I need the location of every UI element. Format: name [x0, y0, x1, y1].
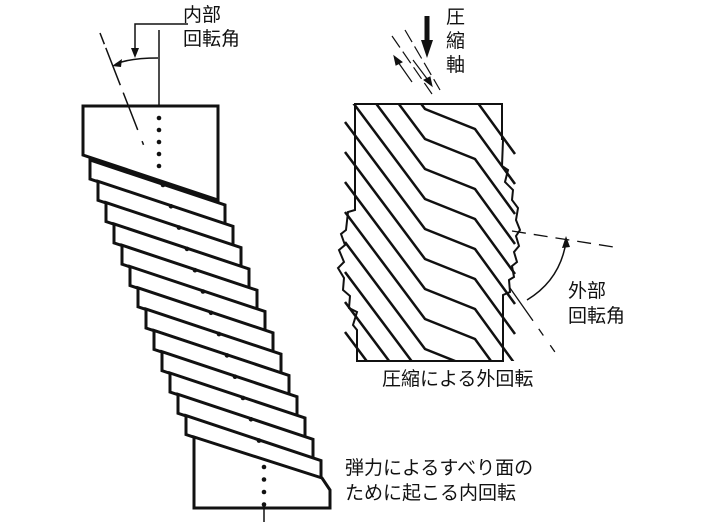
marker-dot: [232, 374, 238, 380]
outer-angle-arc: [526, 241, 567, 301]
foliation-line: [343, 241, 459, 361]
marker-dot: [192, 267, 198, 273]
marker-dot: [156, 139, 162, 145]
foliation-lines: [343, 104, 517, 361]
foliation-line: [352, 104, 517, 275]
bottom-block: [192, 434, 332, 510]
compression-axis-char-3: 軸: [446, 54, 466, 76]
arc-arrowhead: [112, 59, 122, 67]
marker-dot: [261, 489, 267, 495]
shear-arrowhead-down: [423, 76, 433, 88]
marker-dot: [168, 204, 174, 209]
shear-arrow-up: [397, 61, 413, 83]
marker-dot: [208, 310, 214, 316]
marker-dot: [261, 502, 267, 507]
marker-dot: [160, 182, 166, 188]
foliation-line: [343, 211, 493, 361]
foliation-line: [343, 151, 517, 335]
inner-rotation-caption-2: ために起こる内回転: [345, 482, 517, 504]
foliation-line: [374, 104, 517, 245]
marker-dot: [261, 464, 267, 470]
top-block: [81, 104, 220, 203]
outer-rotation-figure: [336, 16, 621, 363]
foliation-line: [343, 271, 414, 361]
specimen-outline: [336, 103, 522, 362]
marker-dot: [156, 151, 162, 157]
foliation-line: [477, 104, 517, 155]
marker-dot: [256, 438, 262, 443]
rotated-line: [99, 32, 159, 183]
outer-angle-label-1: 外部: [568, 280, 607, 302]
marker-dot: [224, 353, 230, 358]
marker-dot: [184, 246, 190, 252]
outer-rotation-caption: 圧縮による外回転: [382, 368, 534, 390]
inner-rotation-figure: [81, 23, 332, 522]
marker-dot: [156, 163, 162, 169]
marker-dot: [156, 127, 162, 133]
rotated-dashed-line: [509, 287, 563, 363]
compression-arrowhead: [421, 40, 433, 58]
marker-dot: [248, 417, 254, 422]
compression-axis-char-2: 縮: [446, 30, 466, 52]
marker-dot: [216, 331, 222, 337]
slab-stack: [88, 157, 323, 482]
shear-line-2: [404, 29, 441, 91]
marker-dot: [176, 225, 182, 230]
outer-angle-label-2: 回転角: [568, 305, 626, 327]
marker-dot: [156, 115, 162, 121]
outer-arc-arrowhead: [562, 236, 570, 248]
foliation-line: [343, 181, 515, 361]
marker-dot: [200, 289, 206, 294]
shear-arrowhead-up: [393, 54, 403, 66]
foliation-line: [397, 104, 517, 215]
foliation-line: [343, 121, 517, 305]
marker-dots: [156, 115, 267, 507]
shear-arrow-down: [412, 59, 429, 81]
compression-axis-char-1: 圧: [446, 6, 466, 28]
inner-angle-arc: [115, 57, 159, 65]
inner-rotation-caption-1: 弾力によるすべり面の: [345, 457, 534, 479]
leader-arrowhead: [131, 48, 139, 58]
label-leader: [134, 23, 188, 50]
foliation-line: [343, 301, 391, 361]
inner-angle-label-2: 回転角: [183, 28, 241, 50]
marker-dot: [240, 395, 246, 401]
inner-angle-label-1: 内部: [183, 4, 222, 26]
shear-line-1: [391, 35, 433, 95]
marker-dot: [261, 477, 267, 482]
foliation-line: [419, 104, 517, 185]
